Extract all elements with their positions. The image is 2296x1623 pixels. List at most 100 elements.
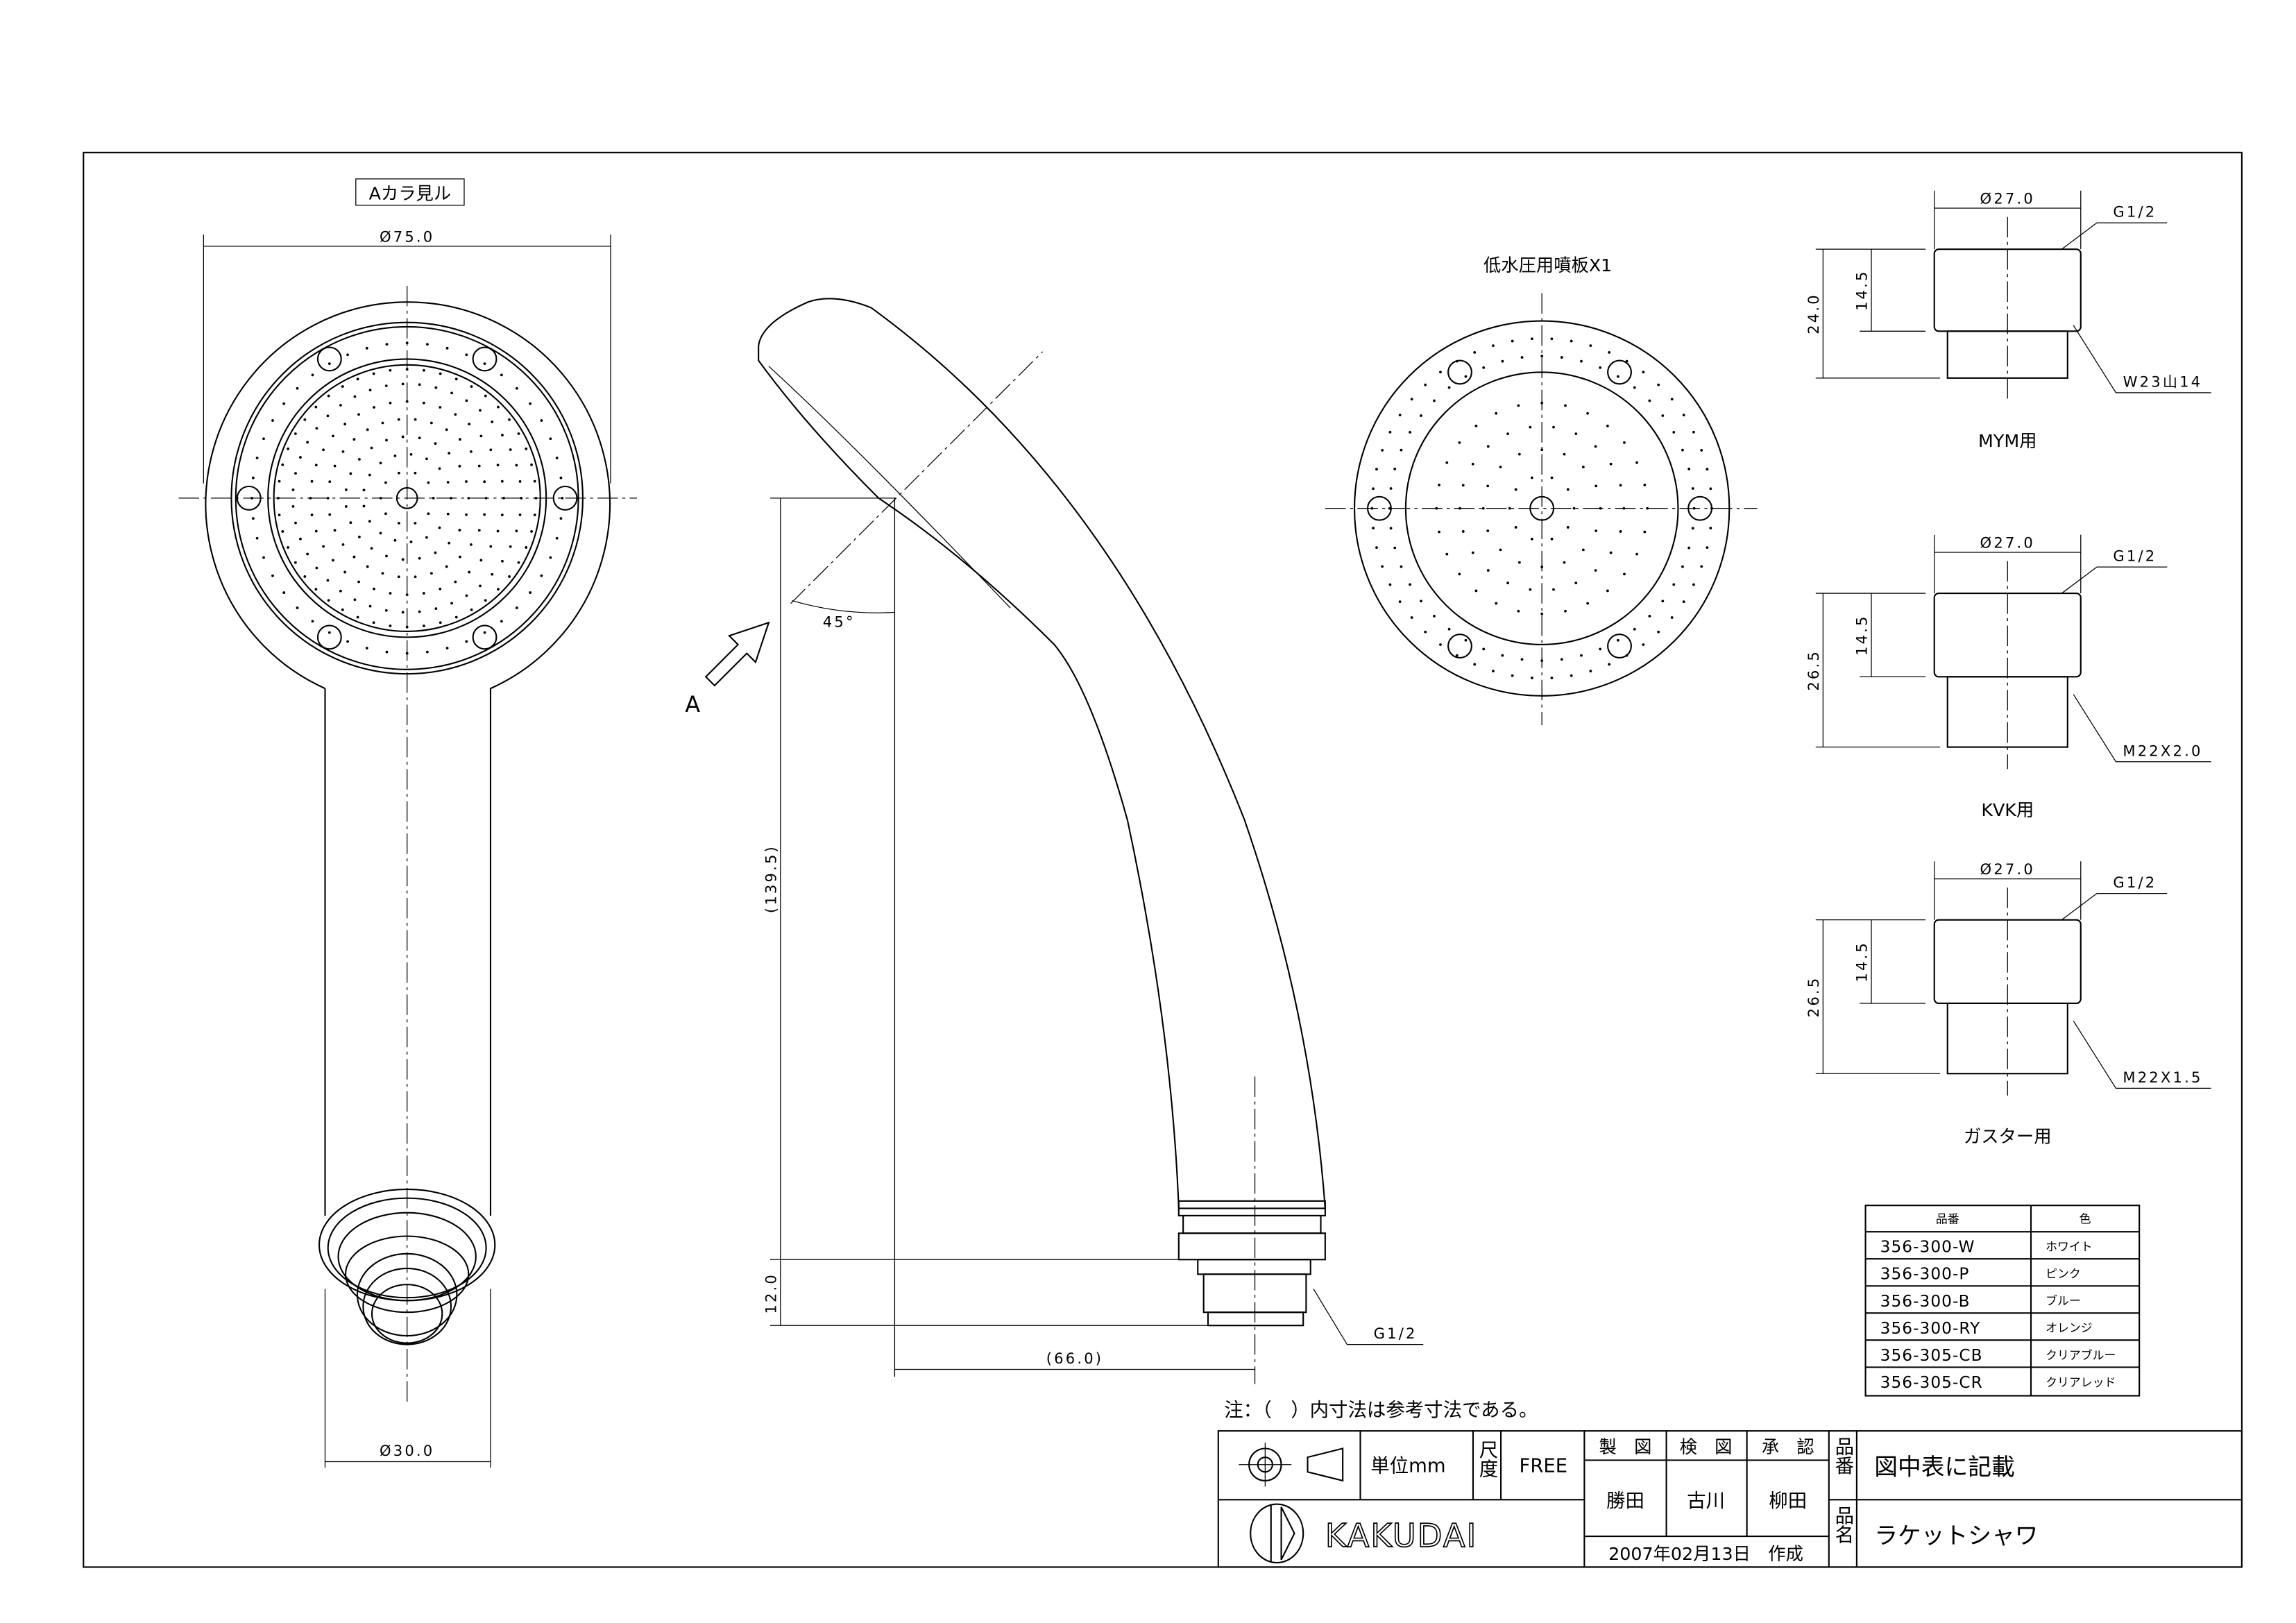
- nozzle-hole: [1633, 627, 1636, 631]
- spray-hole: [368, 389, 372, 391]
- spray-hole: [497, 588, 500, 591]
- nozzle-hole: [1420, 600, 1422, 603]
- spray-hole: [368, 520, 371, 523]
- spray-hole: [326, 496, 330, 500]
- spray-hole: [310, 479, 314, 483]
- scale-label: 尺度: [1475, 1440, 1498, 1478]
- spray-hole: [518, 513, 522, 516]
- nozzle-hole: [1501, 359, 1504, 363]
- nozzle-hole: [1570, 339, 1573, 343]
- spray-hole: [508, 575, 511, 578]
- dim-height: (139.5): [762, 844, 779, 913]
- nozzle-hole: [1642, 643, 1645, 646]
- nozzle-hole: [1692, 583, 1695, 586]
- nozzle-hole: [1420, 414, 1422, 417]
- spray-hole: [454, 377, 458, 381]
- spray-hole: [343, 423, 347, 426]
- spray-hole: [278, 479, 281, 483]
- nozzle-hole: [1635, 552, 1638, 556]
- spray-hole: [414, 471, 417, 475]
- date: 2007年02月13日 作成: [1608, 1543, 1803, 1564]
- spray-hole: [326, 579, 330, 582]
- spray-hole: [515, 606, 518, 609]
- spray-hole: [353, 395, 357, 398]
- spray-hole: [401, 382, 405, 386]
- spray-hole: [477, 529, 481, 532]
- view-label: Aカラ見ル: [369, 182, 452, 203]
- spray-hole: [349, 521, 352, 525]
- table-cell-color: クリアレッド: [2046, 1375, 2116, 1389]
- nozzle-holes: [1366, 337, 1713, 679]
- spray-hole: [559, 517, 563, 520]
- drawing-border: [83, 151, 2243, 1568]
- spray-hole: [339, 404, 342, 407]
- nozzle-hole: [1589, 670, 1592, 673]
- spray-hole: [479, 559, 483, 562]
- spray-hole: [530, 530, 533, 533]
- spray-hole: [454, 413, 457, 416]
- nozzle-hole: [1580, 359, 1583, 363]
- spray-hole: [341, 543, 345, 546]
- nozzle-hole: [1445, 552, 1449, 556]
- nozzle-hole: [1529, 425, 1532, 429]
- spray-hole: [496, 529, 500, 533]
- spray-hole: [299, 456, 302, 459]
- spray-hole: [287, 447, 289, 450]
- adapter-name: ガスター用: [1964, 1125, 2052, 1146]
- nozzle-hole: [1517, 404, 1520, 407]
- spray-hole: [434, 551, 437, 554]
- nozzle-hole: [1706, 468, 1709, 471]
- spray-hole: [422, 592, 425, 595]
- spray-hole: [282, 402, 286, 405]
- spray-hole: [384, 384, 388, 387]
- spray-hole: [328, 513, 332, 516]
- spray-hole: [479, 409, 482, 412]
- spray-hole: [344, 488, 348, 491]
- nozzle-hole: [1458, 572, 1461, 576]
- spray-hole: [346, 640, 349, 643]
- spray-hole: [409, 452, 413, 456]
- spray-hole: [303, 575, 307, 578]
- spray-hole: [469, 450, 473, 453]
- adapter-body-height: 14.5: [1853, 614, 1871, 656]
- spray-hole: [515, 464, 518, 467]
- nozzle-hole: [1670, 616, 1674, 619]
- mount-hole: [316, 346, 342, 372]
- nozzle-hole: [1517, 452, 1521, 456]
- drawn-by: 勝田: [1606, 1490, 1644, 1512]
- dim-offset: (66.0): [1046, 1350, 1103, 1367]
- spray-hole: [315, 566, 318, 570]
- nozzle-hole: [1700, 565, 1703, 568]
- spray-hole: [418, 610, 421, 613]
- spray-hole: [296, 386, 299, 390]
- spray-hole: [356, 615, 359, 619]
- side-view: (139.5) 12.0 (66.0) 45° A G1/2: [685, 298, 1424, 1384]
- nozzle-hole: [1599, 366, 1602, 369]
- nozzle-hole: [1595, 529, 1598, 532]
- adapter-top-thread: G1/2: [2113, 547, 2157, 565]
- nozzle-hole: [1681, 565, 1684, 568]
- mount-hole: [316, 624, 342, 650]
- connector-front: [318, 1188, 496, 1345]
- spray-hole: [468, 570, 471, 574]
- nozzle-hole: [1643, 530, 1647, 534]
- spray-hole: [425, 536, 428, 539]
- nozzle-hole: [1529, 588, 1532, 591]
- spray-hole: [497, 405, 500, 409]
- mount-hole: [1447, 359, 1472, 385]
- spray-hole: [373, 587, 375, 590]
- nozzle-hole: [1563, 561, 1566, 564]
- spray-hole: [496, 464, 500, 467]
- nozzle-hole: [1389, 487, 1393, 490]
- nozzle-hole: [1511, 674, 1514, 677]
- spray-hole: [401, 435, 405, 439]
- table-cell-color: ブルー: [2046, 1294, 2081, 1308]
- spray-hole: [500, 513, 504, 516]
- spray-hole: [271, 574, 274, 577]
- nozzle-hole: [1560, 356, 1563, 359]
- spray-hole: [414, 575, 417, 579]
- note: 注：（ ）内寸法は参考寸法である。: [1224, 1400, 1538, 1421]
- spray-hole: [418, 436, 421, 440]
- adapter-bottom-thread: W23山14: [2123, 373, 2203, 391]
